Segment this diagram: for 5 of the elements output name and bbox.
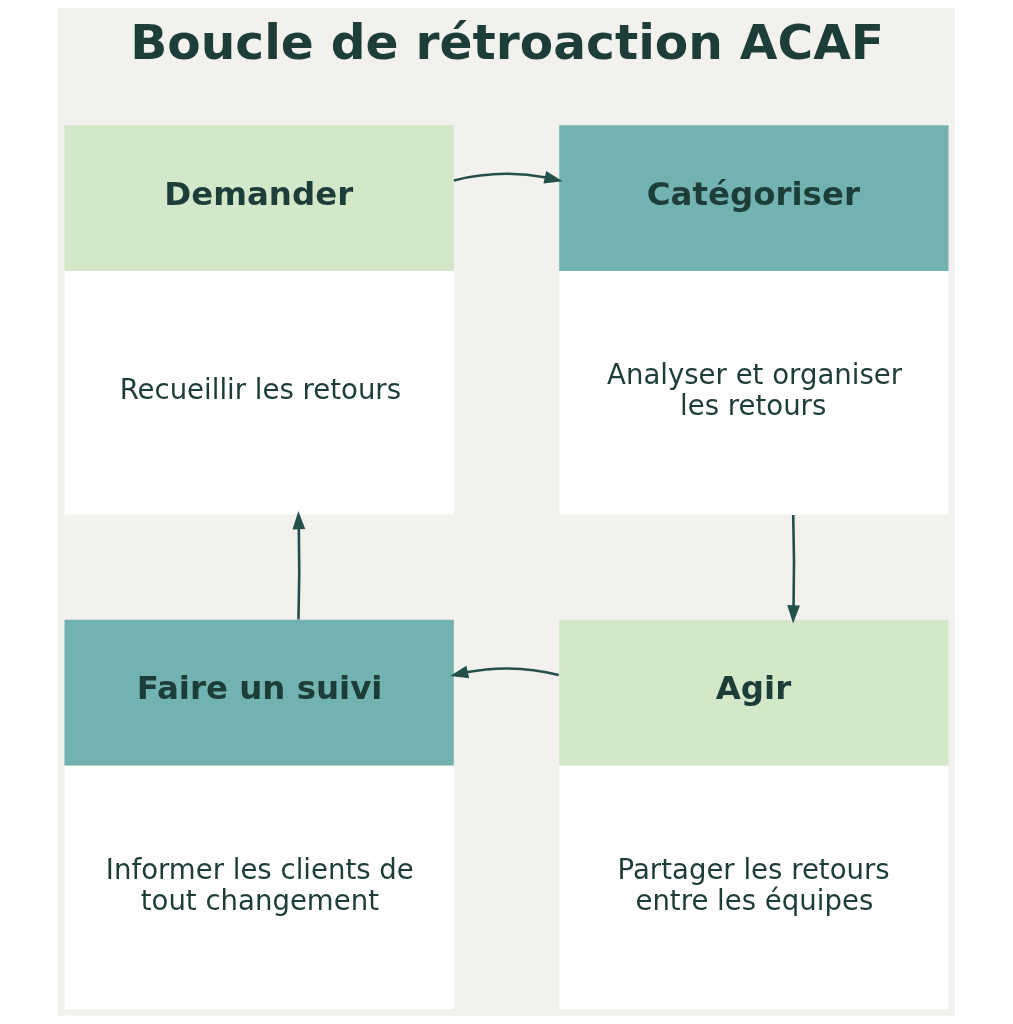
diagram-title: Boucle de rétroaction ACAF	[130, 13, 885, 70]
arrow	[292, 511, 306, 620]
arrow	[453, 171, 563, 184]
arrow	[450, 665, 560, 679]
arrow	[787, 514, 800, 624]
